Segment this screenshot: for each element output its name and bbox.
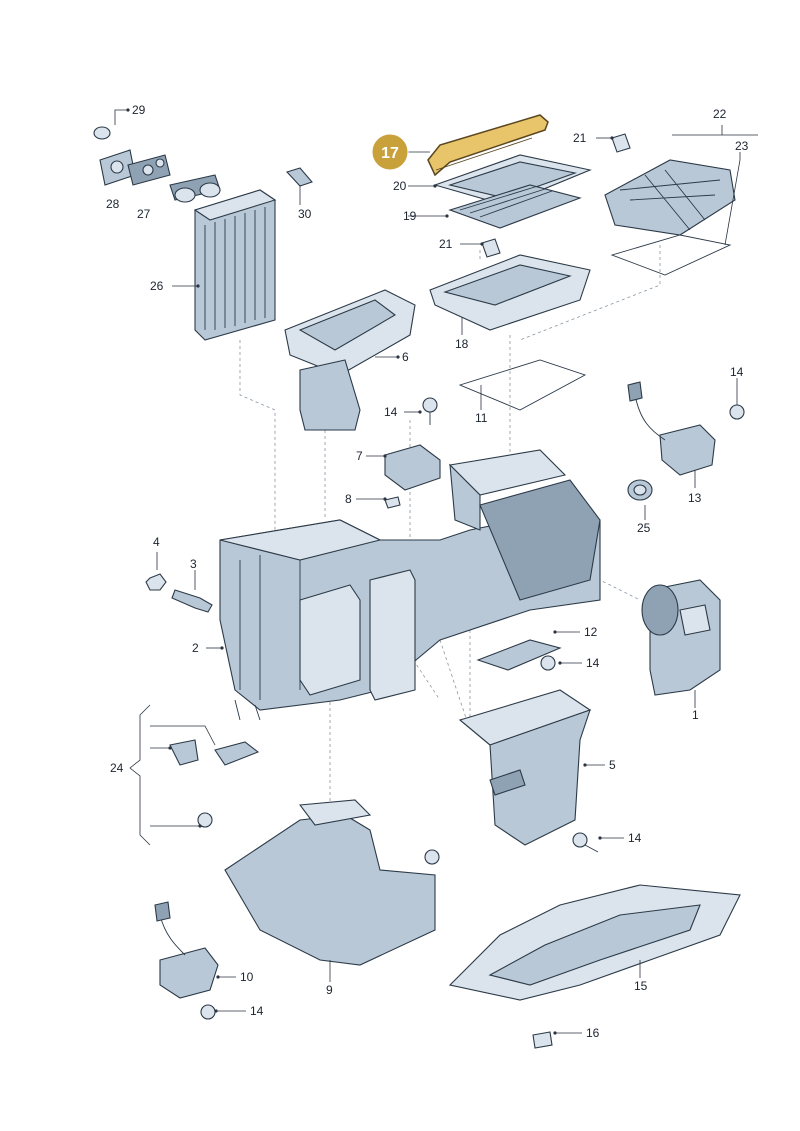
part-5-air-box <box>458 689 592 846</box>
callout-28: 28 <box>106 197 120 211</box>
part-26-heater-core <box>169 174 277 341</box>
part-14-screw-right <box>729 404 745 420</box>
callout-3: 3 <box>190 557 197 571</box>
part-17-gasket <box>427 114 549 177</box>
part-24-screw <box>197 812 213 828</box>
part-14-screw-mid <box>540 655 556 671</box>
callout-18: 18 <box>455 337 469 351</box>
callout-23: 23 <box>735 139 749 153</box>
part-3-bolt <box>171 589 213 613</box>
leader-lines <box>114 109 758 1034</box>
part-13-actuator <box>627 381 716 476</box>
callout-1: 1 <box>692 708 699 722</box>
callout-14-upper: 14 <box>384 405 398 419</box>
callout-6: 6 <box>402 350 409 364</box>
part-9-footwell-duct <box>224 799 436 966</box>
part-16-bolt <box>532 1031 553 1049</box>
part-6-air-duct <box>284 289 416 431</box>
callout-12: 12 <box>584 625 598 639</box>
part-14-screw-duct <box>424 849 440 865</box>
part-24-lever-left <box>169 739 199 766</box>
callout-27: 27 <box>137 207 151 221</box>
part-1-blower-motor <box>641 579 721 696</box>
callout-5: 5 <box>609 758 616 772</box>
part-2-heater-housing <box>219 449 601 721</box>
part-14-screw-lower <box>572 832 599 853</box>
callout-2: 2 <box>192 641 199 655</box>
part-21-nut-mid <box>481 238 501 258</box>
part-21-nut-top <box>611 133 631 153</box>
highlight-label: 17 <box>381 145 399 162</box>
part-7-resistor <box>384 444 441 491</box>
part-15-cover-panel <box>448 884 741 1001</box>
callout-8: 8 <box>345 492 352 506</box>
callout-9: 9 <box>326 983 333 997</box>
leader-dots <box>126 108 614 1035</box>
callout-10: 10 <box>240 970 254 984</box>
callout-14-mid: 14 <box>586 656 600 670</box>
part-4-nut <box>145 573 167 591</box>
callout-29: 29 <box>132 103 146 117</box>
part-12-cover-plate <box>476 639 562 671</box>
part-14-screw-sensor <box>200 1004 216 1020</box>
part-23-gasket <box>610 234 732 276</box>
callout-21-mid: 21 <box>439 237 453 251</box>
part-29-clip <box>93 126 111 140</box>
callout-30: 30 <box>298 207 312 221</box>
callout-13: 13 <box>688 491 702 505</box>
part-24-lever-right <box>214 741 260 766</box>
part-20-frame <box>433 154 592 206</box>
part-22-cover <box>604 159 736 236</box>
part-10-sensor <box>154 901 219 999</box>
part-11-gasket <box>458 359 587 411</box>
callout-21-top: 21 <box>573 131 587 145</box>
part-27-seal <box>127 154 171 186</box>
callout-16: 16 <box>586 1026 600 1040</box>
callout-11: 11 <box>475 411 488 425</box>
callout-19: 19 <box>403 209 417 223</box>
callout-14-lower: 14 <box>628 831 642 845</box>
part-19-filter <box>448 184 582 229</box>
callout-26: 26 <box>150 279 164 293</box>
part-8-clip <box>384 496 401 509</box>
callout-4: 4 <box>153 535 160 549</box>
highlight-badge-17[interactable]: 17 <box>371 133 409 171</box>
callout-22: 22 <box>713 107 727 121</box>
callout-14-right: 14 <box>730 365 744 379</box>
callout-15: 15 <box>634 979 648 993</box>
callout-7: 7 <box>356 449 363 463</box>
callout-labels: 29 28 27 26 30 20 19 21 21 22 23 18 6 11… <box>106 103 749 1040</box>
part-14-screw-upper <box>422 397 438 425</box>
part-30-pin <box>286 167 313 187</box>
callout-14-sensor: 14 <box>250 1004 264 1018</box>
callout-24: 24 <box>110 761 124 775</box>
callout-25: 25 <box>637 521 651 535</box>
callout-20: 20 <box>393 179 407 193</box>
part-25-grommet <box>627 479 653 501</box>
part-18-tray <box>429 254 591 331</box>
